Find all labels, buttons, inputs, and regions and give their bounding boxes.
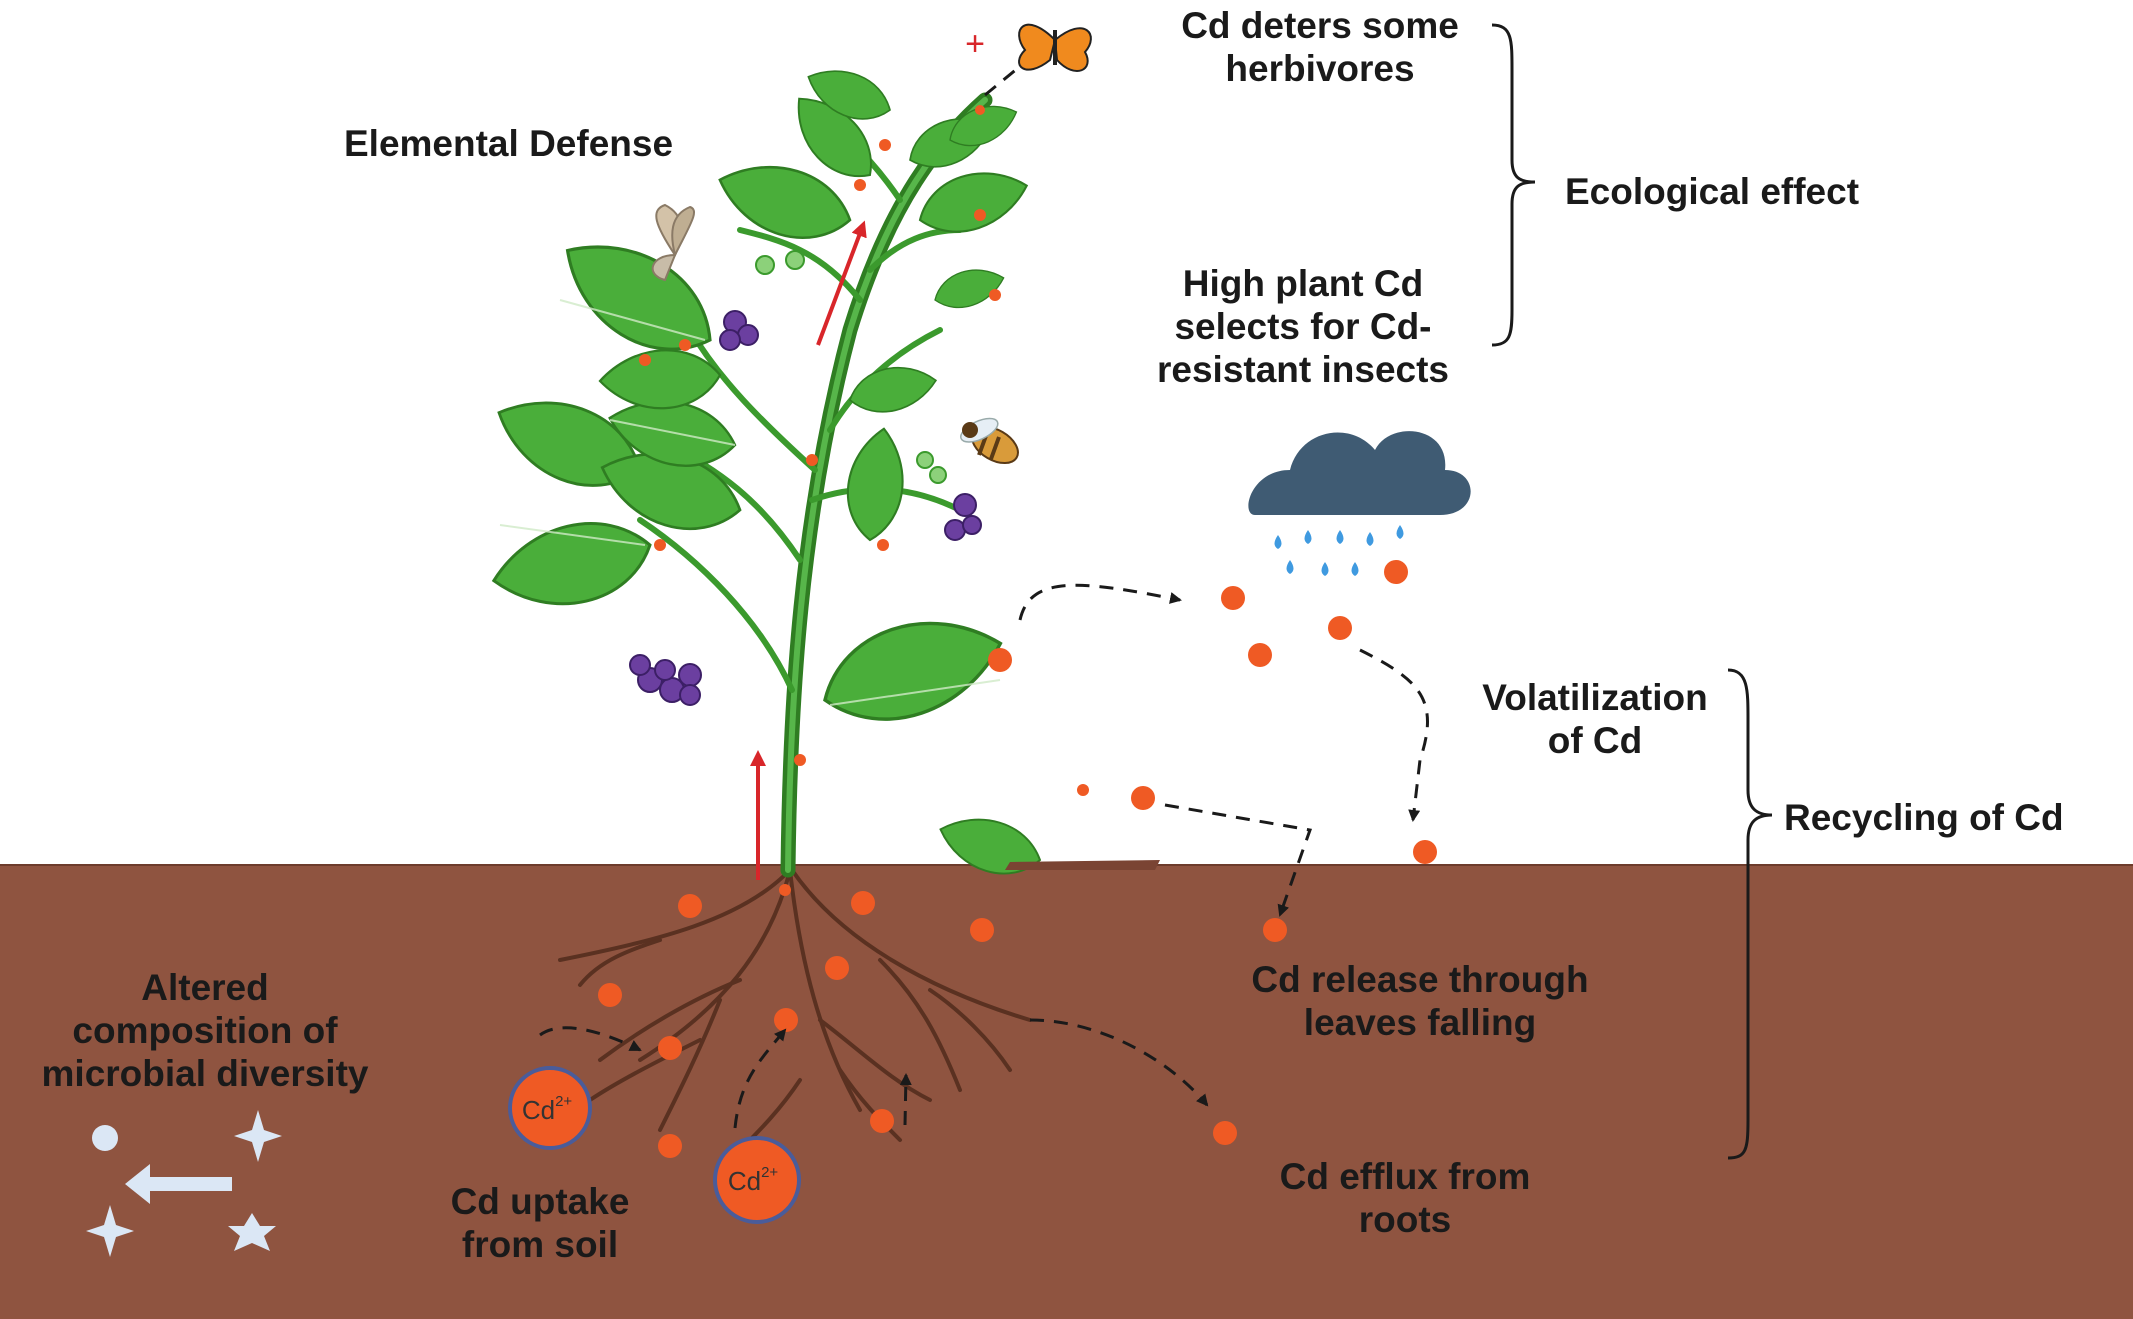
moth-icon [651, 203, 695, 282]
microbe-icon [234, 1110, 282, 1162]
cd-ion-left: Cd2+ [508, 1066, 592, 1150]
bee-icon [960, 417, 1019, 465]
rain-cloud [1248, 431, 1471, 576]
microbe-icon [92, 1125, 118, 1151]
microbes [86, 1110, 282, 1257]
plus-sign: + [965, 25, 985, 63]
green-berries [755, 250, 947, 484]
title-elemental-defense: Elemental Defense [344, 123, 674, 164]
dashed-arrows [539, 48, 1429, 1129]
microbe-icon [228, 1213, 276, 1251]
svg-text:Cd2+: Cd2+ [728, 1164, 779, 1196]
roots [558, 868, 1032, 1152]
microbe-icon [86, 1205, 134, 1257]
brace-icon [1491, 23, 1773, 1160]
cd-ion-right: Cd2+ [713, 1136, 801, 1224]
svg-text:Cd2+: Cd2+ [522, 1093, 573, 1125]
soil-layer [0, 865, 2133, 1319]
soil-cd-dots [598, 840, 1437, 1158]
red-transport-arrows [750, 220, 867, 880]
plant-cd-dots [639, 105, 1155, 896]
leaf-veins [499, 299, 1001, 706]
air-cd-dots [1221, 560, 1408, 667]
butterfly-icon [1018, 23, 1092, 72]
microbe-arrow [125, 1164, 232, 1204]
plant-leaves [483, 55, 1049, 889]
label-ecological-effect: Ecological effect [1565, 171, 1860, 212]
label-recycling-of-cd: Recycling of Cd [1784, 797, 2064, 838]
fallen-leaf-base [1005, 860, 1160, 870]
berries [629, 310, 982, 706]
